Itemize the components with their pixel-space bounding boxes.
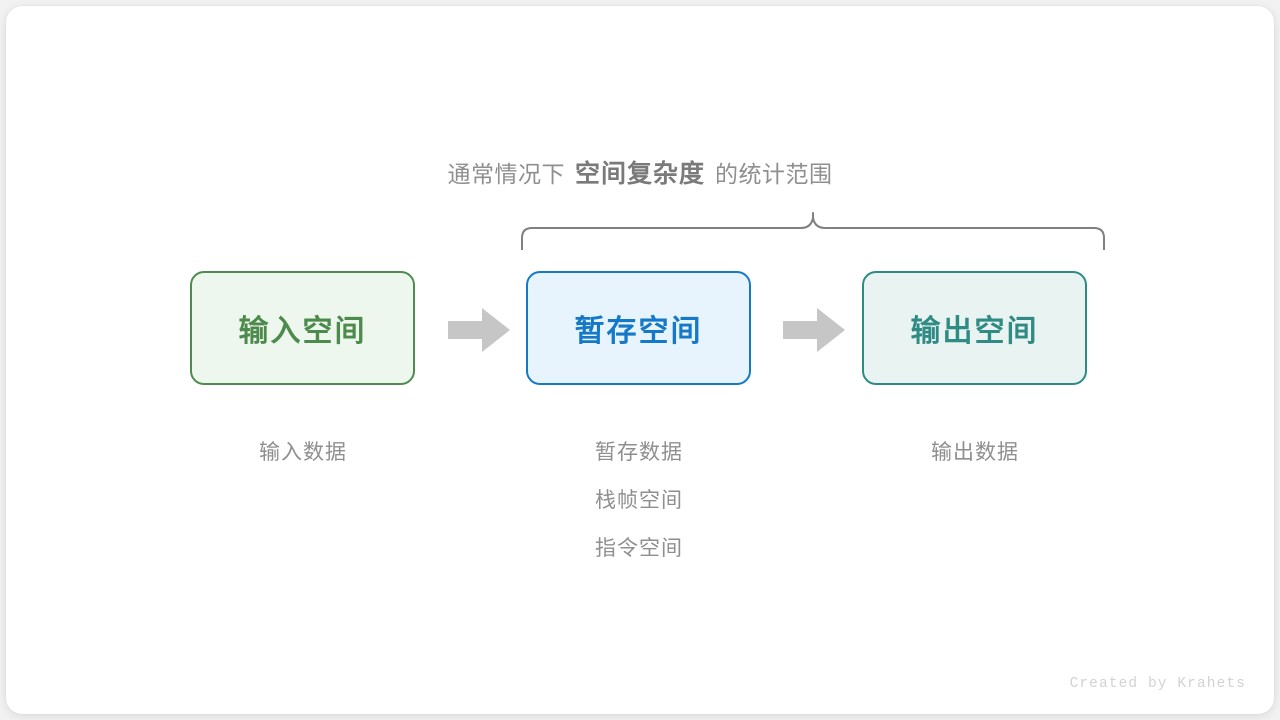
box-temp-space-label: 暂存空间: [574, 315, 703, 348]
arrow-input-to-temp: [448, 307, 510, 353]
temp-column-labels: 暂存数据 栈帧空间 指令空间: [524, 429, 754, 573]
box-output-space-label: 输出空间: [910, 315, 1039, 348]
arrow-temp-to-output: [783, 307, 845, 353]
output-column-labels: 输出数据: [860, 429, 1090, 477]
caption-suffix: 的统计范围: [715, 161, 833, 187]
box-input-space[interactable]: 输入空间: [190, 271, 415, 385]
list-item: 指令空间: [595, 537, 683, 560]
slide-card: 通常情况下空间复杂度的统计范围 输入空间 暂存空间 输出空间: [6, 6, 1274, 714]
box-temp-space[interactable]: 暂存空间: [526, 271, 751, 385]
box-input-space-label: 输入空间: [238, 315, 367, 348]
list-item: 输入数据: [259, 441, 347, 464]
credit-text: Created by Krahets: [1069, 676, 1246, 692]
input-column-labels: 输入数据: [188, 429, 418, 477]
diagram-caption: 通常情况下空间复杂度的统计范围: [6, 154, 1274, 190]
caption-emphasis: 空间复杂度: [574, 160, 705, 188]
list-item: 栈帧空间: [595, 489, 683, 512]
caption-prefix: 通常情况下: [447, 161, 565, 187]
right-arrow-icon: [448, 308, 510, 352]
scope-brace: [520, 202, 1106, 251]
list-item: 暂存数据: [595, 441, 683, 464]
right-arrow-icon: [783, 308, 845, 352]
curly-brace-icon: [521, 212, 1105, 251]
diagram-stage: 通常情况下空间复杂度的统计范围 输入空间 暂存空间 输出空间: [6, 6, 1274, 714]
list-item: 输出数据: [931, 441, 1019, 464]
box-output-space[interactable]: 输出空间: [862, 271, 1087, 385]
